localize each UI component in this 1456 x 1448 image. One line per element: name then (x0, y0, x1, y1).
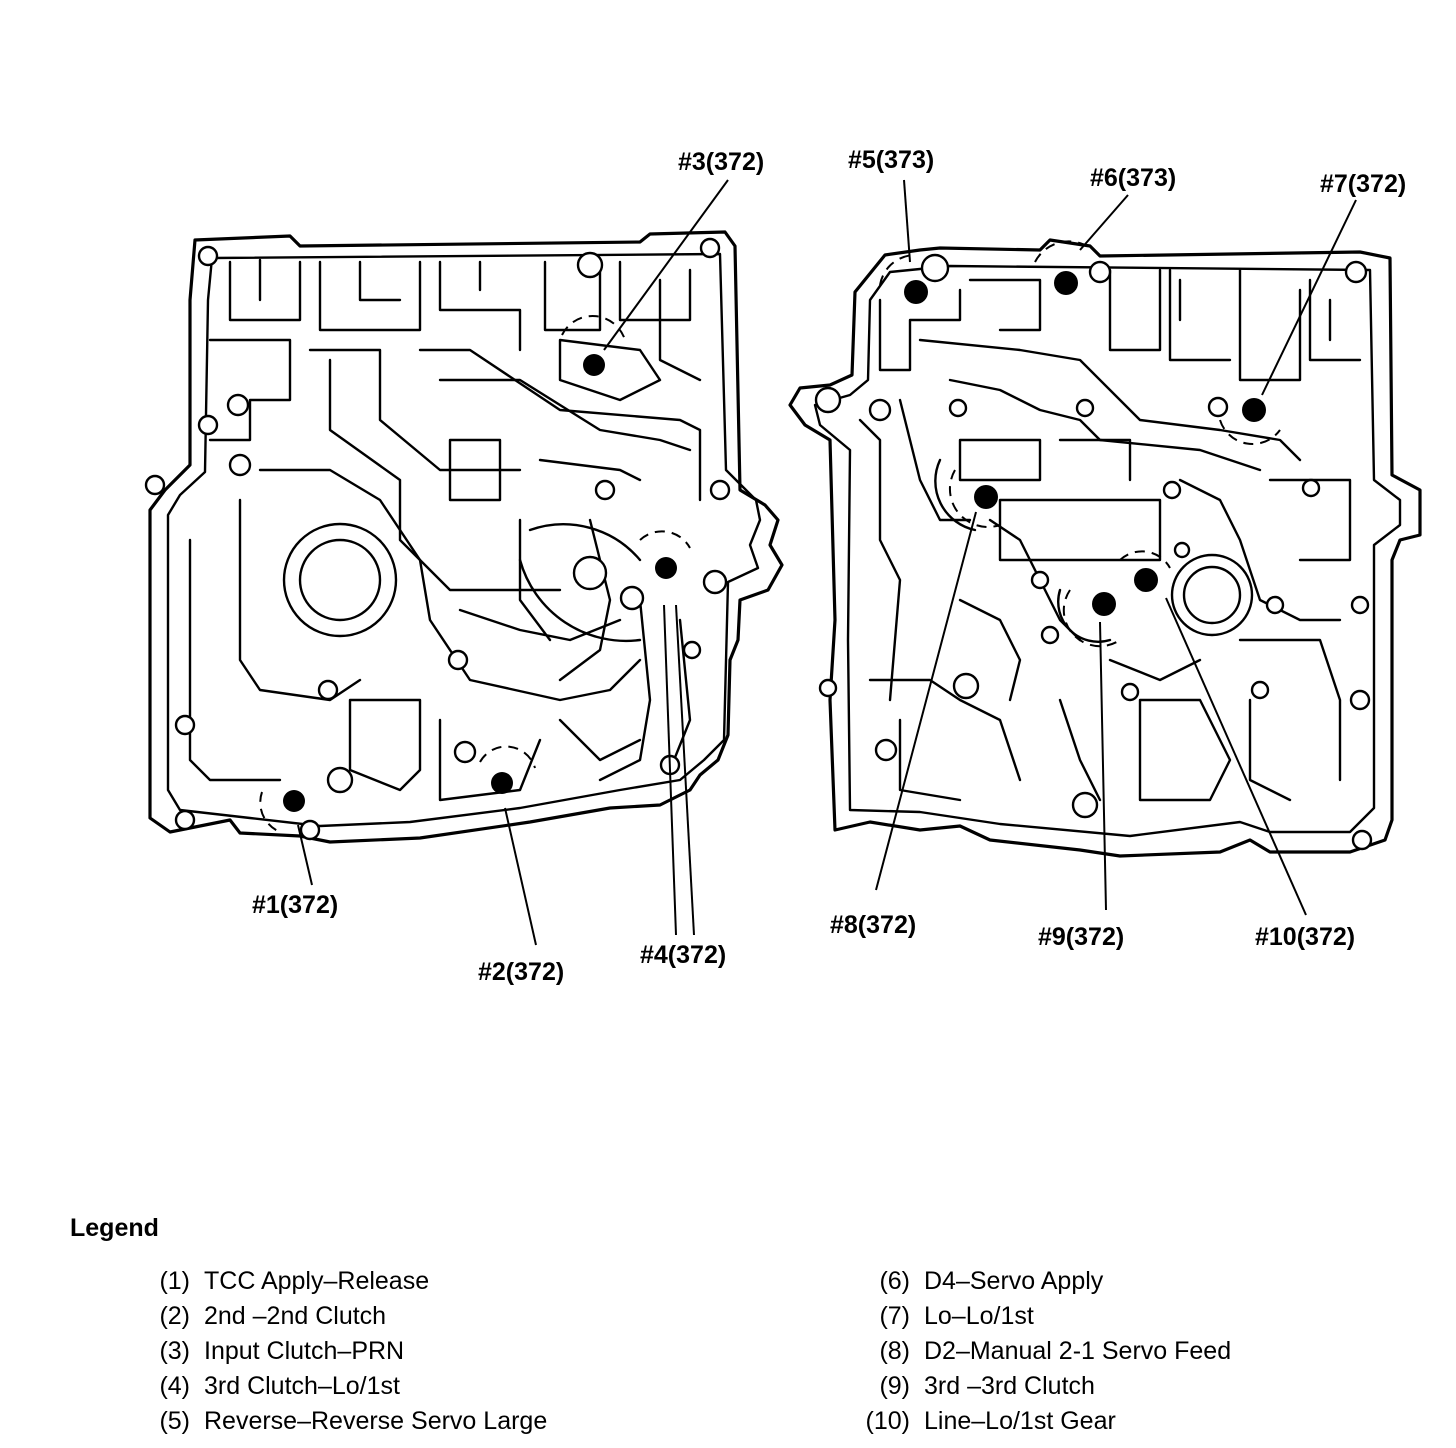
callout-label-5: #5(373) (848, 146, 934, 174)
legend: Legend (1) TCC Apply–Release (2) 2nd –2nd … (0, 1200, 1456, 1448)
callout-label-10: #10(372) (1255, 923, 1355, 951)
legend-item-text: Input Clutch–PRN (204, 1337, 405, 1365)
legend-item-number: (10) (865, 1407, 910, 1435)
callout-labels: #1(372) #2(372) #3(372) #4(372) #5(373) … (252, 146, 1406, 986)
legend-item: (9) 3rd –3rd Clutch (848, 1369, 1231, 1404)
legend-item: (10) Line–Lo/1st Gear (848, 1404, 1231, 1439)
legend-title: Legend (70, 1214, 159, 1242)
legend-item-text: 3rd Clutch–Lo/1st (204, 1372, 400, 1400)
check-ball-1 (283, 790, 305, 812)
legend-item-number: (3) (159, 1337, 190, 1365)
legend-item-text: Lo–Lo/1st (924, 1302, 1034, 1330)
legend-item-number: (1) (159, 1267, 190, 1295)
legend-item-text: Line–Lo/1st Gear (924, 1407, 1116, 1435)
legend-item: (8) D2–Manual 2-1 Servo Feed (848, 1334, 1231, 1369)
legend-item-number: (7) (879, 1302, 910, 1330)
check-ball-3 (583, 354, 605, 376)
check-ball-7 (1242, 398, 1266, 422)
callout-label-3: #3(372) (678, 148, 764, 176)
legend-item-text: 3rd –3rd Clutch (924, 1372, 1095, 1400)
check-ball-6 (1054, 271, 1078, 295)
legend-item: (3) Input Clutch–PRN (128, 1334, 547, 1369)
check-ball-9 (1092, 592, 1116, 616)
legend-item: (2) 2nd –2nd Clutch (128, 1299, 547, 1334)
check-ball-10 (1134, 568, 1158, 592)
callout-label-8: #8(372) (830, 911, 916, 939)
legend-item-text: D4–Servo Apply (924, 1267, 1104, 1295)
legend-item: (6) D4–Servo Apply (848, 1264, 1231, 1299)
valve-body-diagram: #1(372) #2(372) #3(372) #4(372) #5(373) … (144, 146, 1422, 986)
legend-item: (7) Lo–Lo/1st (848, 1299, 1231, 1334)
legend-item: (4) 3rd Clutch–Lo/1st (128, 1369, 547, 1404)
legend-item-number: (5) (159, 1407, 190, 1435)
legend-item-text: D2–Manual 2-1 Servo Feed (924, 1337, 1232, 1365)
check-ball-5 (904, 280, 928, 304)
left-valve-body (144, 230, 784, 844)
right-valve-body (788, 238, 1422, 858)
legend-item-number: (6) (879, 1267, 910, 1295)
leader-lines (297, 179, 1357, 946)
check-ball-2 (491, 772, 513, 794)
legend-item-number: (2) (159, 1302, 190, 1330)
callout-label-9: #9(372) (1038, 923, 1124, 951)
legend-column-right: (6) D4–Servo Apply (7) Lo–Lo/1st (8) D2–Man… (848, 1264, 1232, 1439)
check-ball-8 (974, 485, 998, 509)
legend-item: (5) Reverse–Reverse Servo Large (128, 1404, 547, 1439)
callout-label-6: #6(373) (1090, 164, 1176, 192)
legend-item-text: TCC Apply–Release (204, 1267, 430, 1295)
legend-item-number: (9) (879, 1372, 910, 1400)
callout-label-1: #1(372) (252, 891, 338, 919)
legend-item-number: (4) (159, 1372, 190, 1400)
callout-label-2: #2(372) (478, 958, 564, 986)
callout-label-7: #7(372) (1320, 170, 1406, 198)
callout-label-4: #4(372) (640, 941, 726, 969)
legend-item: (1) TCC Apply–Release (128, 1264, 547, 1299)
legend-item-text: 2nd –2nd Clutch (204, 1302, 387, 1330)
legend-column-left: (1)TCC Apply–Release (2)2nd –2nd Clutch … (128, 1264, 547, 1439)
legend-item-number: (8) (879, 1337, 910, 1365)
check-ball-4 (655, 557, 677, 579)
legend-item-text: Reverse–Reverse Servo Large (204, 1407, 548, 1435)
